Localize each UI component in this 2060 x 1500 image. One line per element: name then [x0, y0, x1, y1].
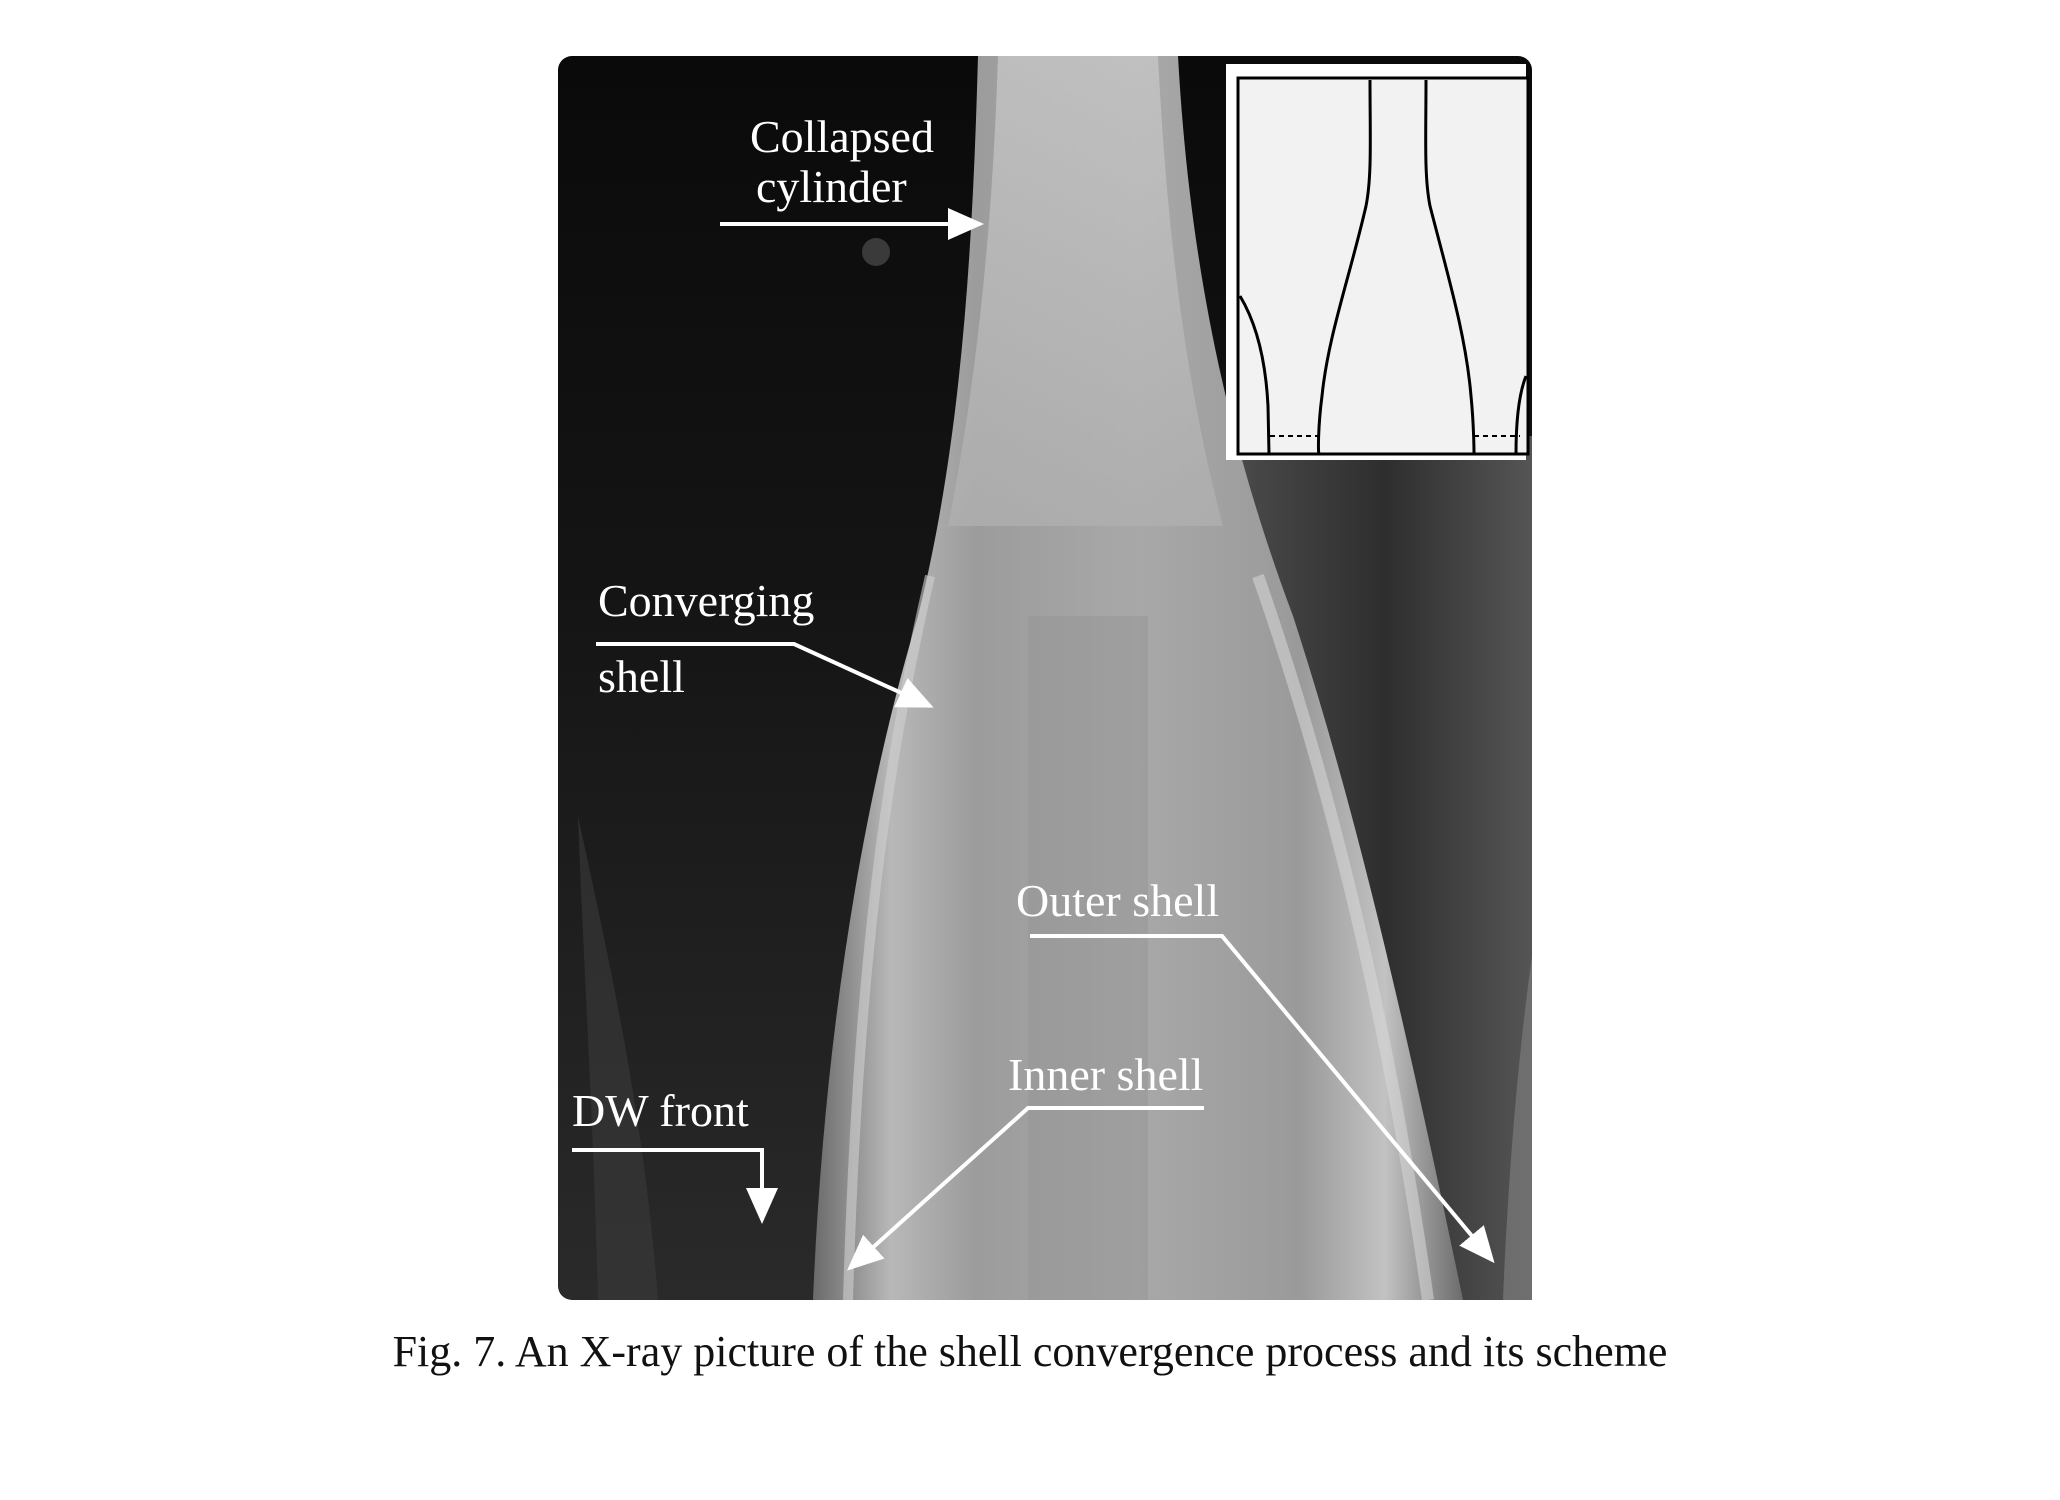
xray-right-shell-edge [1252, 574, 1434, 1300]
scheme-right-outer-line [1514, 375, 1528, 455]
xray-left-shell-edge [843, 574, 935, 1300]
xray-spot [862, 238, 890, 266]
xray-figure: Collapsed cylinder Converging shell Oute… [558, 56, 1532, 1300]
inner-shell-arrow [847, 1106, 1204, 1271]
label-dw-front: DW front [572, 1085, 749, 1136]
figure-caption: Fig. 7. An X-ray picture of the shell co… [392, 1327, 1668, 1376]
scheme-right-inner-line [1424, 79, 1476, 455]
dw-front-arrow [572, 1148, 778, 1224]
xray-inner-column [1028, 616, 1148, 1300]
outer-shell-arrow [1030, 934, 1495, 1264]
xray-collapsed-neck [948, 56, 1223, 526]
xray-right-outer-glow [1503, 956, 1532, 1300]
label-inner-shell: Inner shell [1008, 1049, 1203, 1100]
label-outer-shell: Outer shell [1016, 875, 1219, 926]
label-collapsed-line1: Collapsed [750, 111, 934, 162]
scheme-inset [1226, 64, 1530, 460]
converging-shell-arrow [596, 642, 934, 708]
label-collapsed-line2: cylinder [756, 161, 907, 212]
label-converging-line1: Converging [598, 575, 814, 626]
scheme-left-inner-line [1316, 79, 1372, 456]
xray-image: Collapsed cylinder Converging shell Oute… [558, 56, 1532, 1300]
scheme-left-outer-line [1238, 295, 1271, 455]
xray-left-outer-glow [578, 816, 658, 1300]
label-converging-line2: shell [598, 651, 685, 702]
